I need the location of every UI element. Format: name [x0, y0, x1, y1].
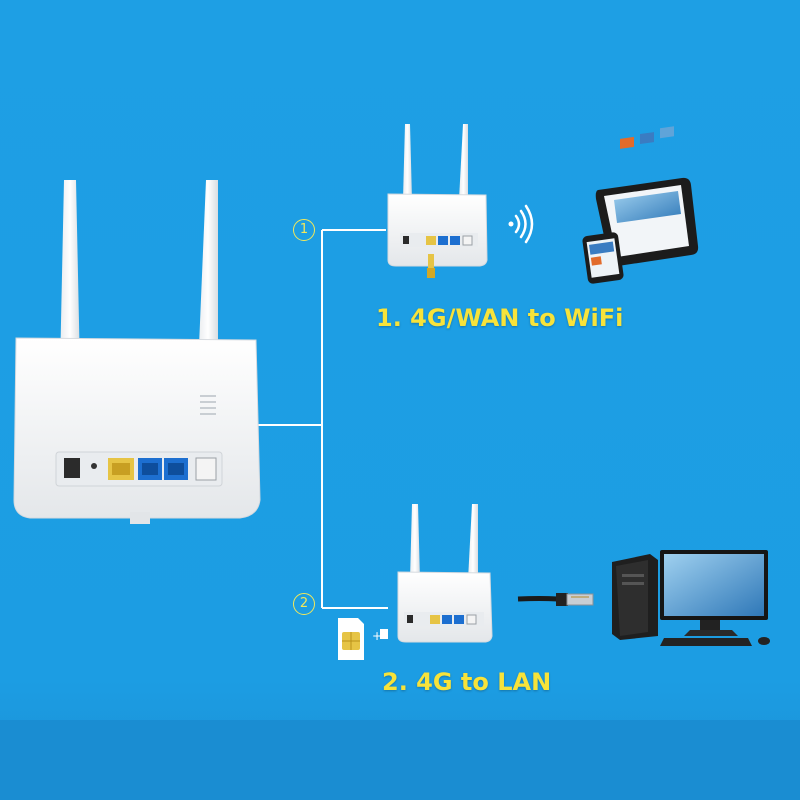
router-large: [13, 180, 261, 524]
power-port-icon: [64, 458, 80, 478]
scenario-1-marker: 1: [293, 219, 315, 241]
wifi-signal-icon: [508, 204, 534, 244]
ethernet-cable-icon: [517, 593, 594, 606]
scenario-2-marker: 2: [293, 593, 315, 615]
connection-lines: [258, 229, 388, 609]
desktop-computer-icon: [612, 550, 770, 646]
phone-port-icon: [195, 457, 217, 481]
tablet-icon: [595, 126, 699, 267]
bottom-band: [0, 720, 800, 800]
svg-text:+: +: [372, 629, 382, 643]
antenna-left-icon: [60, 180, 80, 370]
smartphone-icon: [582, 232, 624, 284]
router-small-2: [397, 504, 493, 643]
scenario-1-caption: 1. 4G/WAN to WiFi: [376, 304, 624, 332]
router-small-1: [387, 124, 488, 278]
sim-card-icon: +: [338, 618, 388, 660]
scenario-2-caption: 2. 4G to LAN: [382, 668, 552, 696]
antenna-right-icon: [198, 180, 218, 370]
